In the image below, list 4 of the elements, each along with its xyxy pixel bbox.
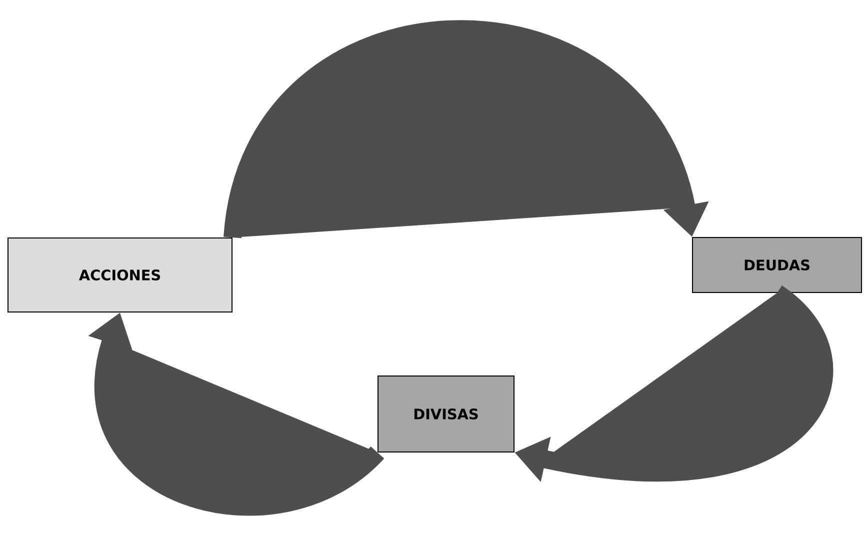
label-box: DIVISAS <box>378 376 514 452</box>
label-box: DEUDAS <box>692 237 862 293</box>
curved-arrow <box>224 20 709 240</box>
label-box: ACCIONES <box>8 238 232 312</box>
